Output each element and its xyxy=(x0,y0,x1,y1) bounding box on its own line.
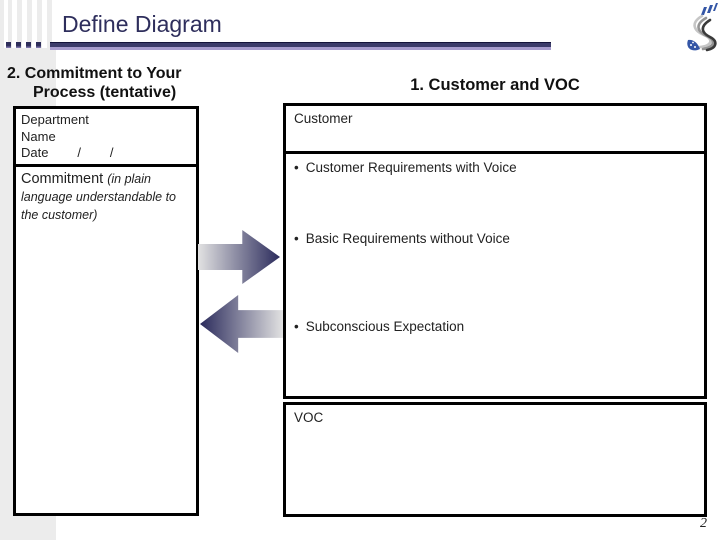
bullet-item: • Basic Requirements without Voice xyxy=(294,231,510,246)
bullet-text: Subconscious Expectation xyxy=(305,319,465,334)
left-heading-line2: Process (tentative) xyxy=(33,84,177,101)
customer-box: Customer • Customer Requirements with Voi… xyxy=(283,103,707,399)
bullet-text: Customer Requirements with Voice xyxy=(305,160,517,175)
accent-square xyxy=(16,42,21,48)
stripe-gap xyxy=(22,0,27,48)
left-heading-line1: 2. Commitment to Your xyxy=(7,65,182,82)
page-number: 2 xyxy=(700,516,707,531)
accent-square xyxy=(26,42,31,48)
slide-title: Define Diagram xyxy=(62,11,222,37)
bullet-icon: • xyxy=(294,160,299,175)
voc-label: VOC xyxy=(294,410,324,425)
voc-box: VOC xyxy=(283,402,707,517)
swirl-s-logo-icon xyxy=(687,3,718,52)
accent-square xyxy=(36,42,41,48)
stripe-gap xyxy=(32,0,37,48)
commitment-text: Commitment (in plain language understand… xyxy=(16,167,196,227)
bullet-item: • Customer Requirements with Voice xyxy=(294,160,517,175)
stripe-gap xyxy=(52,0,56,48)
stripe-gap xyxy=(42,0,47,48)
title-underline-bar xyxy=(50,42,551,50)
customer-label: Customer xyxy=(294,111,353,126)
bullet-icon: • xyxy=(294,319,299,334)
accent-square xyxy=(6,42,11,48)
name-label: Name xyxy=(21,128,56,144)
customer-box-divider xyxy=(286,151,704,154)
commitment-box-divider xyxy=(16,163,196,167)
arrow-right-icon xyxy=(198,230,280,284)
commitment-label: Commitment xyxy=(21,170,108,187)
date-line: Date / / xyxy=(21,145,114,160)
commitment-note: (in plain language understandable to the… xyxy=(21,171,176,222)
department-label: Department xyxy=(21,112,89,127)
commitment-box: Department Name Date / / Commitment (in … xyxy=(13,106,199,516)
left-section-heading: 2. Commitment to Your Process (tentative… xyxy=(7,64,182,102)
commitment-box-header: Department Name Date / / xyxy=(16,109,196,162)
arrow-left-icon xyxy=(200,295,283,353)
bullet-text: Basic Requirements without Voice xyxy=(305,231,510,246)
bullet-item: • Subconscious Expectation xyxy=(294,319,464,334)
stripe-gap xyxy=(4,0,8,48)
stripe-gap xyxy=(12,0,17,48)
right-section-heading: 1. Customer and VOC xyxy=(410,76,580,94)
bullet-icon: • xyxy=(294,231,299,246)
